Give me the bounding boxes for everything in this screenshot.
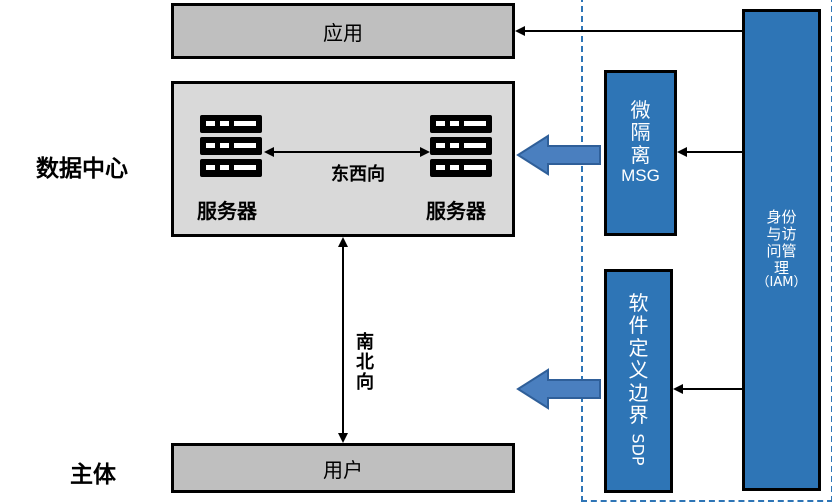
msg-char: 微 (630, 98, 651, 122)
app-box: 应用 (171, 3, 515, 59)
msg-abbr: MSG (621, 166, 660, 186)
msg-to-datacenter-arrow (516, 134, 601, 176)
iam-line: 与访 (766, 224, 797, 243)
sdp-to-left-arrow (516, 368, 601, 410)
sdp-char: 边 (628, 380, 649, 405)
app-label: 应用 (323, 20, 363, 45)
msg-box: 微 隔 离 MSG (604, 70, 677, 236)
server-rack-icon (428, 113, 494, 179)
server-rack-icon (198, 113, 264, 179)
east-west-label: 东西向 (331, 164, 385, 185)
datacenter-label: 数据中心 (36, 156, 128, 182)
sdp-char: 义 (628, 358, 649, 383)
sdp-char: 软 (628, 291, 649, 315)
north-south-label: 南 北 向 (354, 332, 376, 394)
sdp-char: 定 (628, 335, 649, 360)
sdp-box: 软 件 定 义 边 界 SDP (604, 269, 673, 493)
iam-line: 理 (773, 258, 789, 277)
iam-line: （IAM） (756, 275, 807, 291)
user-box: 用户 (171, 443, 515, 493)
server-label-left: 服务器 (197, 199, 257, 223)
sdp-char: 界 (628, 402, 649, 427)
msg-char: 离 (630, 142, 651, 167)
user-label: 用户 (323, 457, 363, 482)
subject-label: 主体 (70, 462, 116, 488)
msg-char: 隔 (630, 120, 651, 145)
north-south-char: 北 (356, 352, 374, 374)
sdp-char: 件 (628, 313, 649, 338)
north-south-char: 向 (356, 372, 374, 394)
server-label-right: 服务器 (426, 199, 486, 223)
iam-line: 问管 (766, 241, 797, 260)
iam-box: 身份 与访 问管 理 （IAM） (742, 9, 821, 491)
north-south-char: 南 (356, 332, 374, 353)
iam-line: 身份 (766, 208, 797, 227)
